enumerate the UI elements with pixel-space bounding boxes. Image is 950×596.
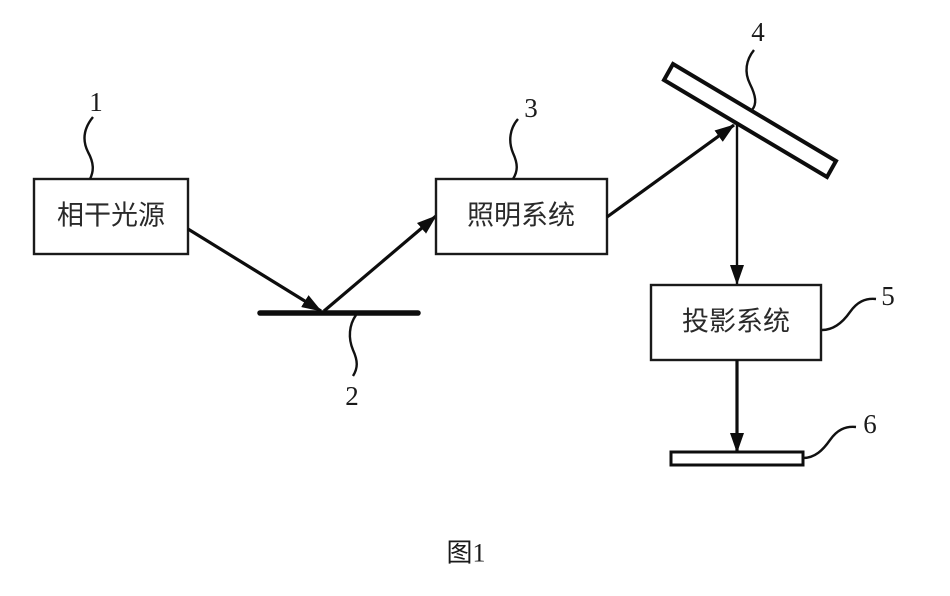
ref-number-5: 5: [881, 281, 895, 311]
leader-line-3: [509, 118, 519, 180]
leader-line-2: [348, 314, 358, 377]
beam-reflector-to-illumination: [322, 214, 438, 313]
leader-line-1: [83, 116, 94, 180]
light-source-block: 相干光源: [32, 177, 190, 256]
mask-block: [661, 61, 839, 180]
projection-system-label: 投影系统: [682, 307, 790, 338]
leader-line-6: [802, 425, 857, 460]
wafer-block: [669, 450, 805, 467]
ref-number-6: 6: [863, 409, 877, 439]
ref-number-2: 2: [345, 381, 359, 411]
illumination-system-box: [434, 177, 609, 256]
light-source-box: [32, 177, 190, 256]
illumination-system-block: 照明系统: [434, 177, 609, 256]
wafer-plate: [669, 450, 805, 467]
ref-number-4: 4: [751, 17, 765, 47]
figure-caption: 图1: [446, 539, 485, 568]
projection-system-block: 投影系统: [649, 283, 823, 362]
light-source-label: 相干光源: [57, 201, 165, 232]
ref-number-3: 3: [524, 93, 538, 123]
beam-illumination-to-mask: [606, 123, 735, 219]
mask-plate: [661, 61, 839, 180]
projection-system-box: [649, 283, 823, 362]
beam-source-to-reflector: [187, 227, 322, 313]
illumination-system-label: 照明系统: [467, 201, 575, 232]
ref-number-1: 1: [89, 87, 103, 117]
leader-line-4: [745, 49, 757, 111]
leader-line-5: [821, 297, 877, 332]
